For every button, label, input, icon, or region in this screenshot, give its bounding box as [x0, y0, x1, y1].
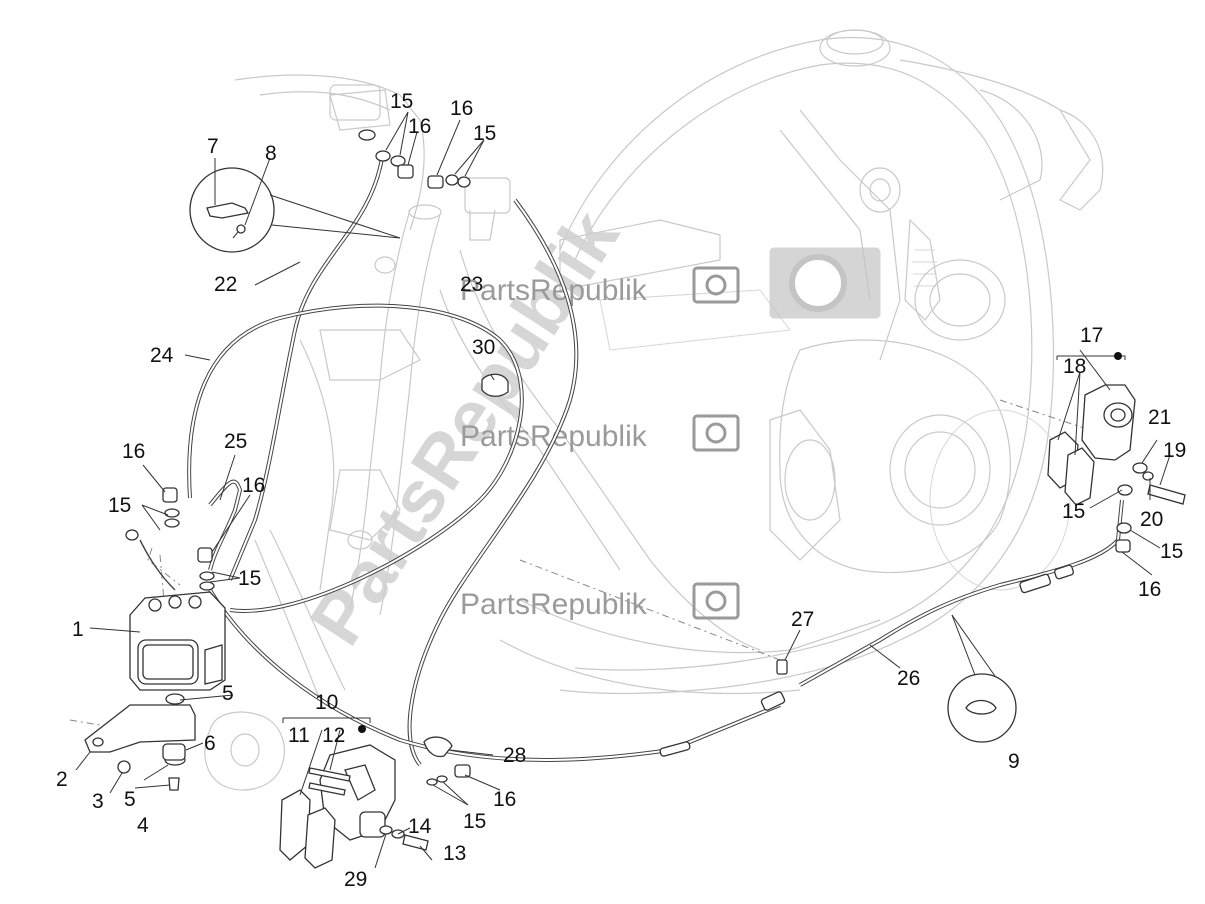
hose-clamp	[423, 736, 453, 758]
callout-24: 24	[150, 344, 174, 367]
parts	[84, 150, 1186, 869]
callout-16c: 16	[122, 440, 145, 463]
watermark: PartsRepublik PartsRepublik PartsRepubli…	[294, 195, 881, 659]
callout-4: 4	[137, 814, 149, 837]
brake-pad	[304, 807, 336, 869]
copper-washer	[426, 778, 438, 786]
callout-22: 22	[214, 273, 237, 296]
callout-16b: 16	[450, 97, 473, 120]
callout-5a: 5	[222, 682, 234, 705]
rubber-mount	[162, 743, 186, 761]
callout-15b: 15	[473, 122, 496, 145]
callout-20: 20	[1140, 508, 1163, 531]
assembly-dot	[1114, 352, 1122, 360]
bolt	[776, 659, 788, 675]
caliper-pin	[308, 782, 346, 796]
caliper-pin	[308, 767, 351, 782]
reference-lines	[69, 399, 1091, 741]
callout-3: 3	[92, 790, 104, 813]
callout-1: 1	[72, 618, 84, 641]
watermark-brand-1: PartsRepublik	[460, 274, 648, 307]
callout-16d: 16	[242, 474, 265, 497]
callout-17: 17	[1080, 324, 1103, 347]
callout-12: 12	[322, 724, 345, 747]
banjo-bolt	[162, 487, 178, 503]
callout-13: 13	[443, 842, 466, 865]
washer	[1132, 462, 1148, 474]
callout-2: 2	[56, 768, 68, 791]
rear-brake-pad	[1064, 447, 1095, 506]
callout-18: 18	[1063, 355, 1086, 378]
banjo-bolt	[397, 164, 414, 179]
callout-10: 10	[315, 691, 338, 714]
abs-bracket	[84, 704, 196, 753]
rear-caliper	[1081, 384, 1136, 461]
gear-logo-icon	[692, 266, 740, 620]
callout-16e: 16	[493, 788, 516, 811]
callout-15e: 15	[463, 810, 486, 833]
callout-27: 27	[791, 608, 814, 631]
detail-callout-7-8	[189, 167, 401, 253]
nut	[117, 760, 131, 774]
front-caliper	[319, 744, 396, 841]
washer	[165, 693, 185, 705]
hose-clip	[481, 373, 509, 397]
screw	[168, 777, 180, 791]
callout-15d: 15	[238, 567, 261, 590]
callout-19: 19	[1163, 439, 1186, 462]
callout-14: 14	[408, 815, 432, 838]
callout-9: 9	[1008, 750, 1020, 773]
callout-15f: 15	[1062, 500, 1085, 523]
scooter-frame-ghost	[204, 29, 1104, 791]
callout-labels: 1 2 3 4 5 5 6 7 8 9 10 11 12 13 14 15 15…	[56, 90, 1186, 891]
callout-30: 30	[472, 336, 495, 359]
banjo-bolt	[454, 764, 471, 778]
brake-lines	[139, 157, 1124, 767]
washer	[379, 825, 393, 835]
callout-6: 6	[204, 732, 216, 755]
callout-15a: 15	[390, 90, 413, 113]
callout-11: 11	[288, 724, 310, 747]
callout-16a: 16	[408, 115, 431, 138]
callout-23: 23	[460, 273, 483, 296]
banjo-bolt	[1115, 539, 1131, 553]
abs-modulator	[129, 591, 226, 691]
callout-15c: 15	[108, 494, 131, 517]
assembly-dot	[358, 725, 366, 733]
callout-15g: 15	[1160, 540, 1183, 563]
callout-8: 8	[265, 142, 277, 165]
callout-25: 25	[224, 430, 247, 453]
callout-16f: 16	[1138, 578, 1161, 601]
callout-21: 21	[1148, 406, 1171, 429]
big-gear-logo-icon	[769, 247, 881, 319]
detail-callout-9	[947, 614, 1017, 743]
callout-28: 28	[503, 744, 526, 767]
leader-lines	[75, 111, 1171, 869]
callout-29: 29	[344, 868, 367, 891]
banjo-bolt	[427, 175, 444, 189]
watermark-brand-3: PartsRepublik	[460, 588, 648, 621]
callout-7: 7	[207, 135, 219, 158]
callout-26: 26	[897, 667, 920, 690]
rear-caliper-bolt	[1147, 484, 1186, 505]
banjo-bolt	[197, 547, 213, 563]
callout-5b: 5	[124, 788, 136, 811]
caliper-bolt	[402, 834, 429, 851]
